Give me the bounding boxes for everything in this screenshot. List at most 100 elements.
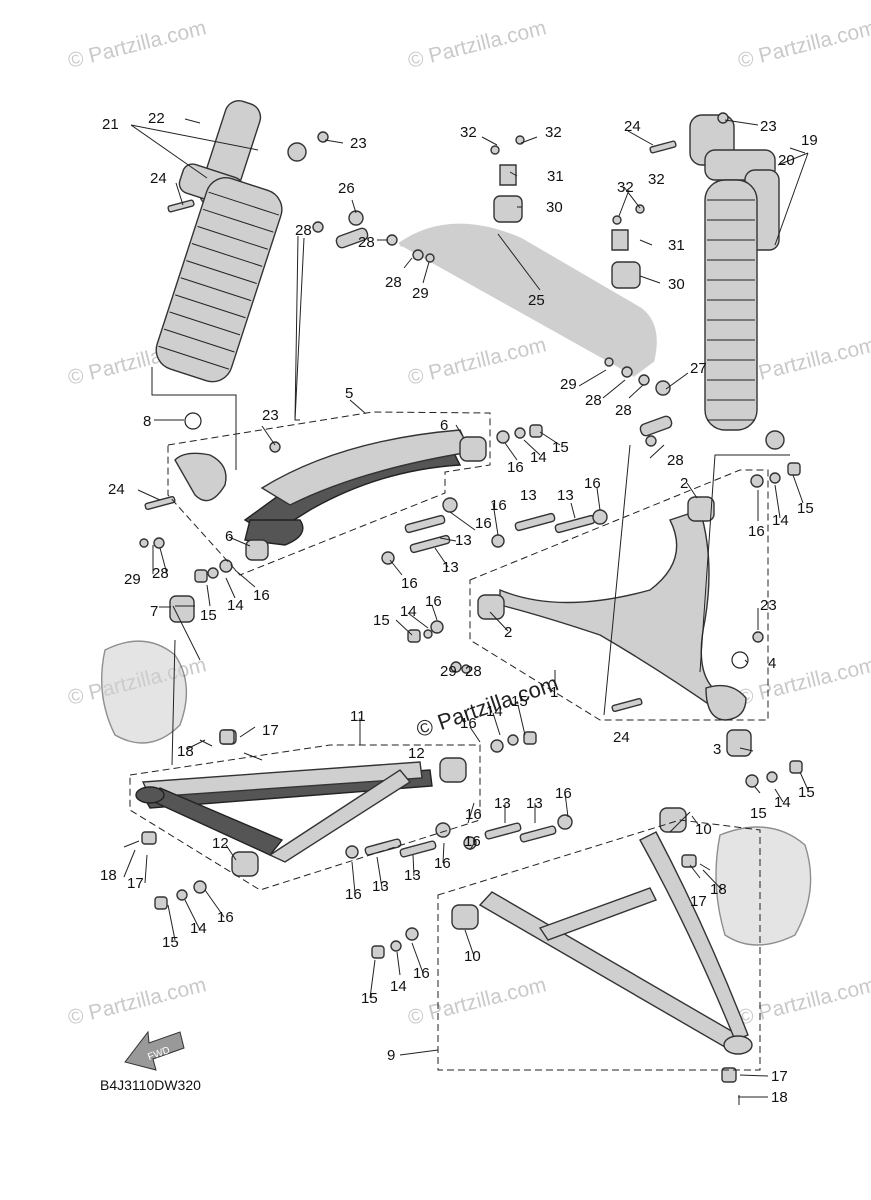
callout-15: 15 [798,784,815,801]
callout-13: 13 [372,878,389,895]
callout-14: 14 [190,920,207,937]
callout-26: 26 [338,180,355,197]
callout-15: 15 [552,439,569,456]
callout-6: 6 [225,528,233,545]
callout-24: 24 [624,118,641,135]
callout-15: 15 [200,607,217,624]
forward-arrow-icon: FWD [124,1030,185,1071]
callout-16: 16 [401,575,418,592]
callout-18: 18 [100,867,117,884]
lower-left-arm [135,757,467,877]
callout-12: 12 [212,835,229,852]
callout-16: 16 [748,523,765,540]
callout-14: 14 [227,597,244,614]
stabilizer-bar [398,164,657,377]
callout-32: 32 [648,171,665,188]
callout-14: 14 [400,603,417,620]
callout-11: 11 [350,708,366,725]
upper-right-arm [477,496,747,721]
callout-16: 16 [345,886,362,903]
callout-16: 16 [217,909,234,926]
callout-28: 28 [615,402,632,419]
leader-lines [123,118,809,1098]
callout-4: 4 [768,655,776,672]
callout-6: 6 [440,417,448,434]
callout-18: 18 [177,743,194,760]
watermark: © Partzilla.com [406,16,549,73]
callout-7: 7 [150,603,158,620]
watermark: © Partzilla.com [406,333,549,390]
callout-28: 28 [465,663,482,680]
callout-13: 13 [557,487,574,504]
callout-28: 28 [295,222,312,239]
callout-15: 15 [162,934,179,951]
callout-15: 15 [511,693,528,710]
callout-15: 15 [373,612,390,629]
callout-28: 28 [667,452,684,469]
callout-31: 31 [547,168,564,185]
right-shock-absorber [689,114,785,450]
callout-32: 32 [617,179,634,196]
callout-2: 2 [504,624,512,641]
callout-23: 23 [760,118,777,135]
callout-13: 13 [455,532,472,549]
callout-12: 12 [408,745,425,762]
callout-16: 16 [490,497,507,514]
callout-24: 24 [150,170,167,187]
callout-32: 32 [460,124,477,141]
callout-19: 19 [801,132,818,149]
watermark: © Partzilla.com [66,16,209,73]
callout-24: 24 [108,481,125,498]
callout-14: 14 [772,512,789,529]
callout-28: 28 [152,565,169,582]
callout-14: 14 [530,449,547,466]
hardware-layer [123,112,803,1105]
callout-28: 28 [585,392,602,409]
callout-32: 32 [545,124,562,141]
callout-23: 23 [350,135,367,152]
callout-10: 10 [464,948,481,965]
callout-15: 15 [361,990,378,1007]
callout-1: 1 [550,684,558,701]
callout-15: 15 [797,500,814,517]
callout-5: 5 [345,385,353,402]
callout-16: 16 [434,855,451,872]
diagram-code: B4J3110DW320 [100,1077,201,1093]
callout-24: 24 [613,729,630,746]
callout-21: 21 [102,116,119,133]
callout-28: 28 [385,274,402,291]
callout-13: 13 [442,559,459,576]
callout-9: 9 [387,1047,395,1064]
callout-22: 22 [148,110,165,127]
callout-10: 10 [695,821,712,838]
callout-31: 31 [668,237,685,254]
watermark: © Partzilla.com [66,973,209,1030]
callout-17: 17 [262,722,279,739]
callout-27: 27 [690,360,707,377]
watermark: © Partzilla.com [736,973,871,1030]
callout-17: 17 [771,1068,788,1085]
callout-20: 20 [778,152,795,169]
callout-28: 28 [358,234,375,251]
callout-23: 23 [262,407,279,424]
watermark: © Partzilla.com [736,653,871,710]
callout-17: 17 [127,875,144,892]
callout-17: 17 [690,893,707,910]
callout-29: 29 [560,376,577,393]
callout-13: 13 [404,867,421,884]
stabilizer-link-26 [335,210,369,249]
callout-16: 16 [253,587,270,604]
right-knuckle [715,729,812,946]
callout-16: 16 [584,475,601,492]
lower-right-arm [451,807,753,1055]
callout-16: 16 [507,459,524,476]
callout-16: 16 [464,833,481,850]
callout-8: 8 [143,413,151,430]
callout-29: 29 [412,285,429,302]
callout-16: 16 [555,785,572,802]
callout-18: 18 [710,881,727,898]
group-outlines [129,411,769,1071]
callout-13: 13 [520,487,537,504]
callout-16: 16 [460,715,477,732]
callout-14: 14 [774,794,791,811]
